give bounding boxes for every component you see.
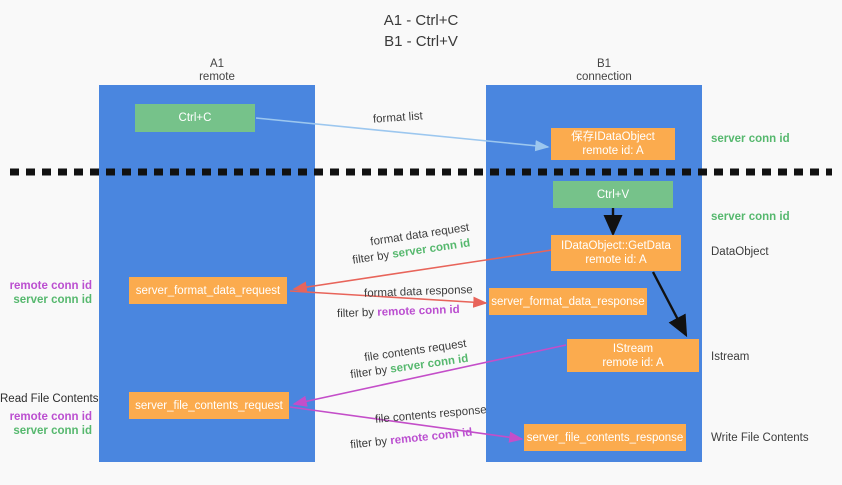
- filter-prefix: filter by: [349, 435, 391, 452]
- left-annotation-remote-conn-id-2: remote conn id: [9, 411, 92, 423]
- right-annotation-server-conn-id-top-text: server conn id: [711, 133, 790, 145]
- filter-key-remote-conn-id: remote conn id: [377, 303, 460, 319]
- left-annotation-server-conn-id-2: server conn id: [13, 425, 92, 437]
- node-server-file-contents-request-label: server_file_contents_request: [135, 399, 283, 412]
- right-annotation-istream-text: Istream: [711, 351, 750, 363]
- edge-label-format-list: format list: [373, 109, 424, 127]
- left-annotation-read-file-contents: Read File Contents: [0, 392, 98, 407]
- title-line-1: A1 - Ctrl+C: [383, 12, 459, 29]
- column-header-b1: B1 connection: [506, 58, 702, 84]
- filter-key-remote-conn-id: remote conn id: [389, 426, 473, 448]
- column-header-a1: A1 remote: [119, 58, 315, 84]
- node-ctrl-c[interactable]: Ctrl+C: [135, 104, 255, 132]
- node-istream-line1: IStream: [612, 342, 654, 355]
- right-annotation-server-conn-id-mid-text: server conn id: [711, 211, 790, 223]
- filter-prefix: filter by: [349, 363, 392, 382]
- filter-prefix: filter by: [336, 306, 378, 321]
- diagram-title: A1 - Ctrl+C B1 - Ctrl+V: [0, 10, 842, 52]
- right-annotation-dataobject: DataObject: [711, 245, 769, 260]
- edge-label-file-contents-response-filter: filter by remote conn id: [350, 426, 474, 454]
- left-annotation-format-data: remote conn id server conn id: [0, 279, 92, 307]
- node-server-format-data-request[interactable]: server_format_data_request: [129, 277, 287, 304]
- left-annotation-file-contents: remote conn id server conn id: [0, 410, 92, 438]
- node-ctrl-c-label: Ctrl+C: [178, 112, 212, 124]
- title-line-2: B1 - Ctrl+V: [384, 33, 458, 50]
- node-getdata-line1: IDataObject::GetData: [561, 240, 671, 252]
- column-header-a1-sub: remote: [199, 71, 235, 83]
- node-server-format-data-response[interactable]: server_format_data_response: [489, 288, 647, 315]
- column-header-b1-name: B1: [596, 58, 612, 70]
- edge-label-format-data-response-text: format data response: [363, 284, 473, 300]
- edge-label-format-data-response-filter: filter by remote conn id: [337, 303, 460, 322]
- node-ctrl-v-label: Ctrl+V: [596, 188, 630, 201]
- filter-prefix: filter by: [351, 248, 394, 267]
- node-save-dataobject-line1: 保存IDataObject: [571, 131, 655, 143]
- node-istream-line2: remote id: A: [602, 356, 664, 369]
- column-header-b1-sub: connection: [576, 71, 632, 83]
- column-header-a1-name: A1: [209, 58, 225, 70]
- node-server-file-contents-request[interactable]: server_file_contents_request: [129, 392, 289, 419]
- right-annotation-dataobject-text: DataObject: [711, 246, 769, 258]
- left-annotation-remote-conn-id: remote conn id: [9, 280, 92, 292]
- edge-label-format-list-text: format list: [372, 110, 424, 126]
- node-server-format-data-response-label: server_format_data_response: [491, 295, 645, 308]
- node-server-file-contents-response[interactable]: server_file_contents_response: [524, 424, 686, 451]
- right-annotation-server-conn-id-mid: server conn id: [711, 210, 790, 225]
- right-annotation-server-conn-id-top: server conn id: [711, 132, 790, 147]
- edge-label-file-contents-response-text: file contents response: [374, 404, 488, 426]
- node-istream[interactable]: IStream remote id: A: [567, 339, 699, 372]
- node-server-format-data-request-label: server_format_data_request: [135, 284, 281, 297]
- edge-label-file-contents-response: file contents response: [375, 403, 488, 428]
- node-save-dataobject-line2: remote id: A: [582, 145, 644, 157]
- right-annotation-istream: Istream: [711, 350, 749, 365]
- node-getdata-line2: remote id: A: [585, 254, 647, 266]
- left-annotation-read-file-contents-text: Read File Contents: [0, 393, 99, 405]
- left-annotation-server-conn-id: server conn id: [13, 294, 92, 306]
- edge-label-format-data-response: format data response: [364, 283, 473, 302]
- node-ctrl-v[interactable]: Ctrl+V: [553, 181, 673, 208]
- right-annotation-write-file-contents: Write File Contents: [711, 431, 809, 446]
- node-idataobject-getdata[interactable]: IDataObject::GetData remote id: A: [551, 235, 681, 271]
- node-server-file-contents-response-label: server_file_contents_response: [526, 431, 684, 444]
- node-save-dataobject[interactable]: 保存IDataObject remote id: A: [551, 128, 675, 160]
- right-annotation-write-file-contents-text: Write File Contents: [711, 432, 809, 444]
